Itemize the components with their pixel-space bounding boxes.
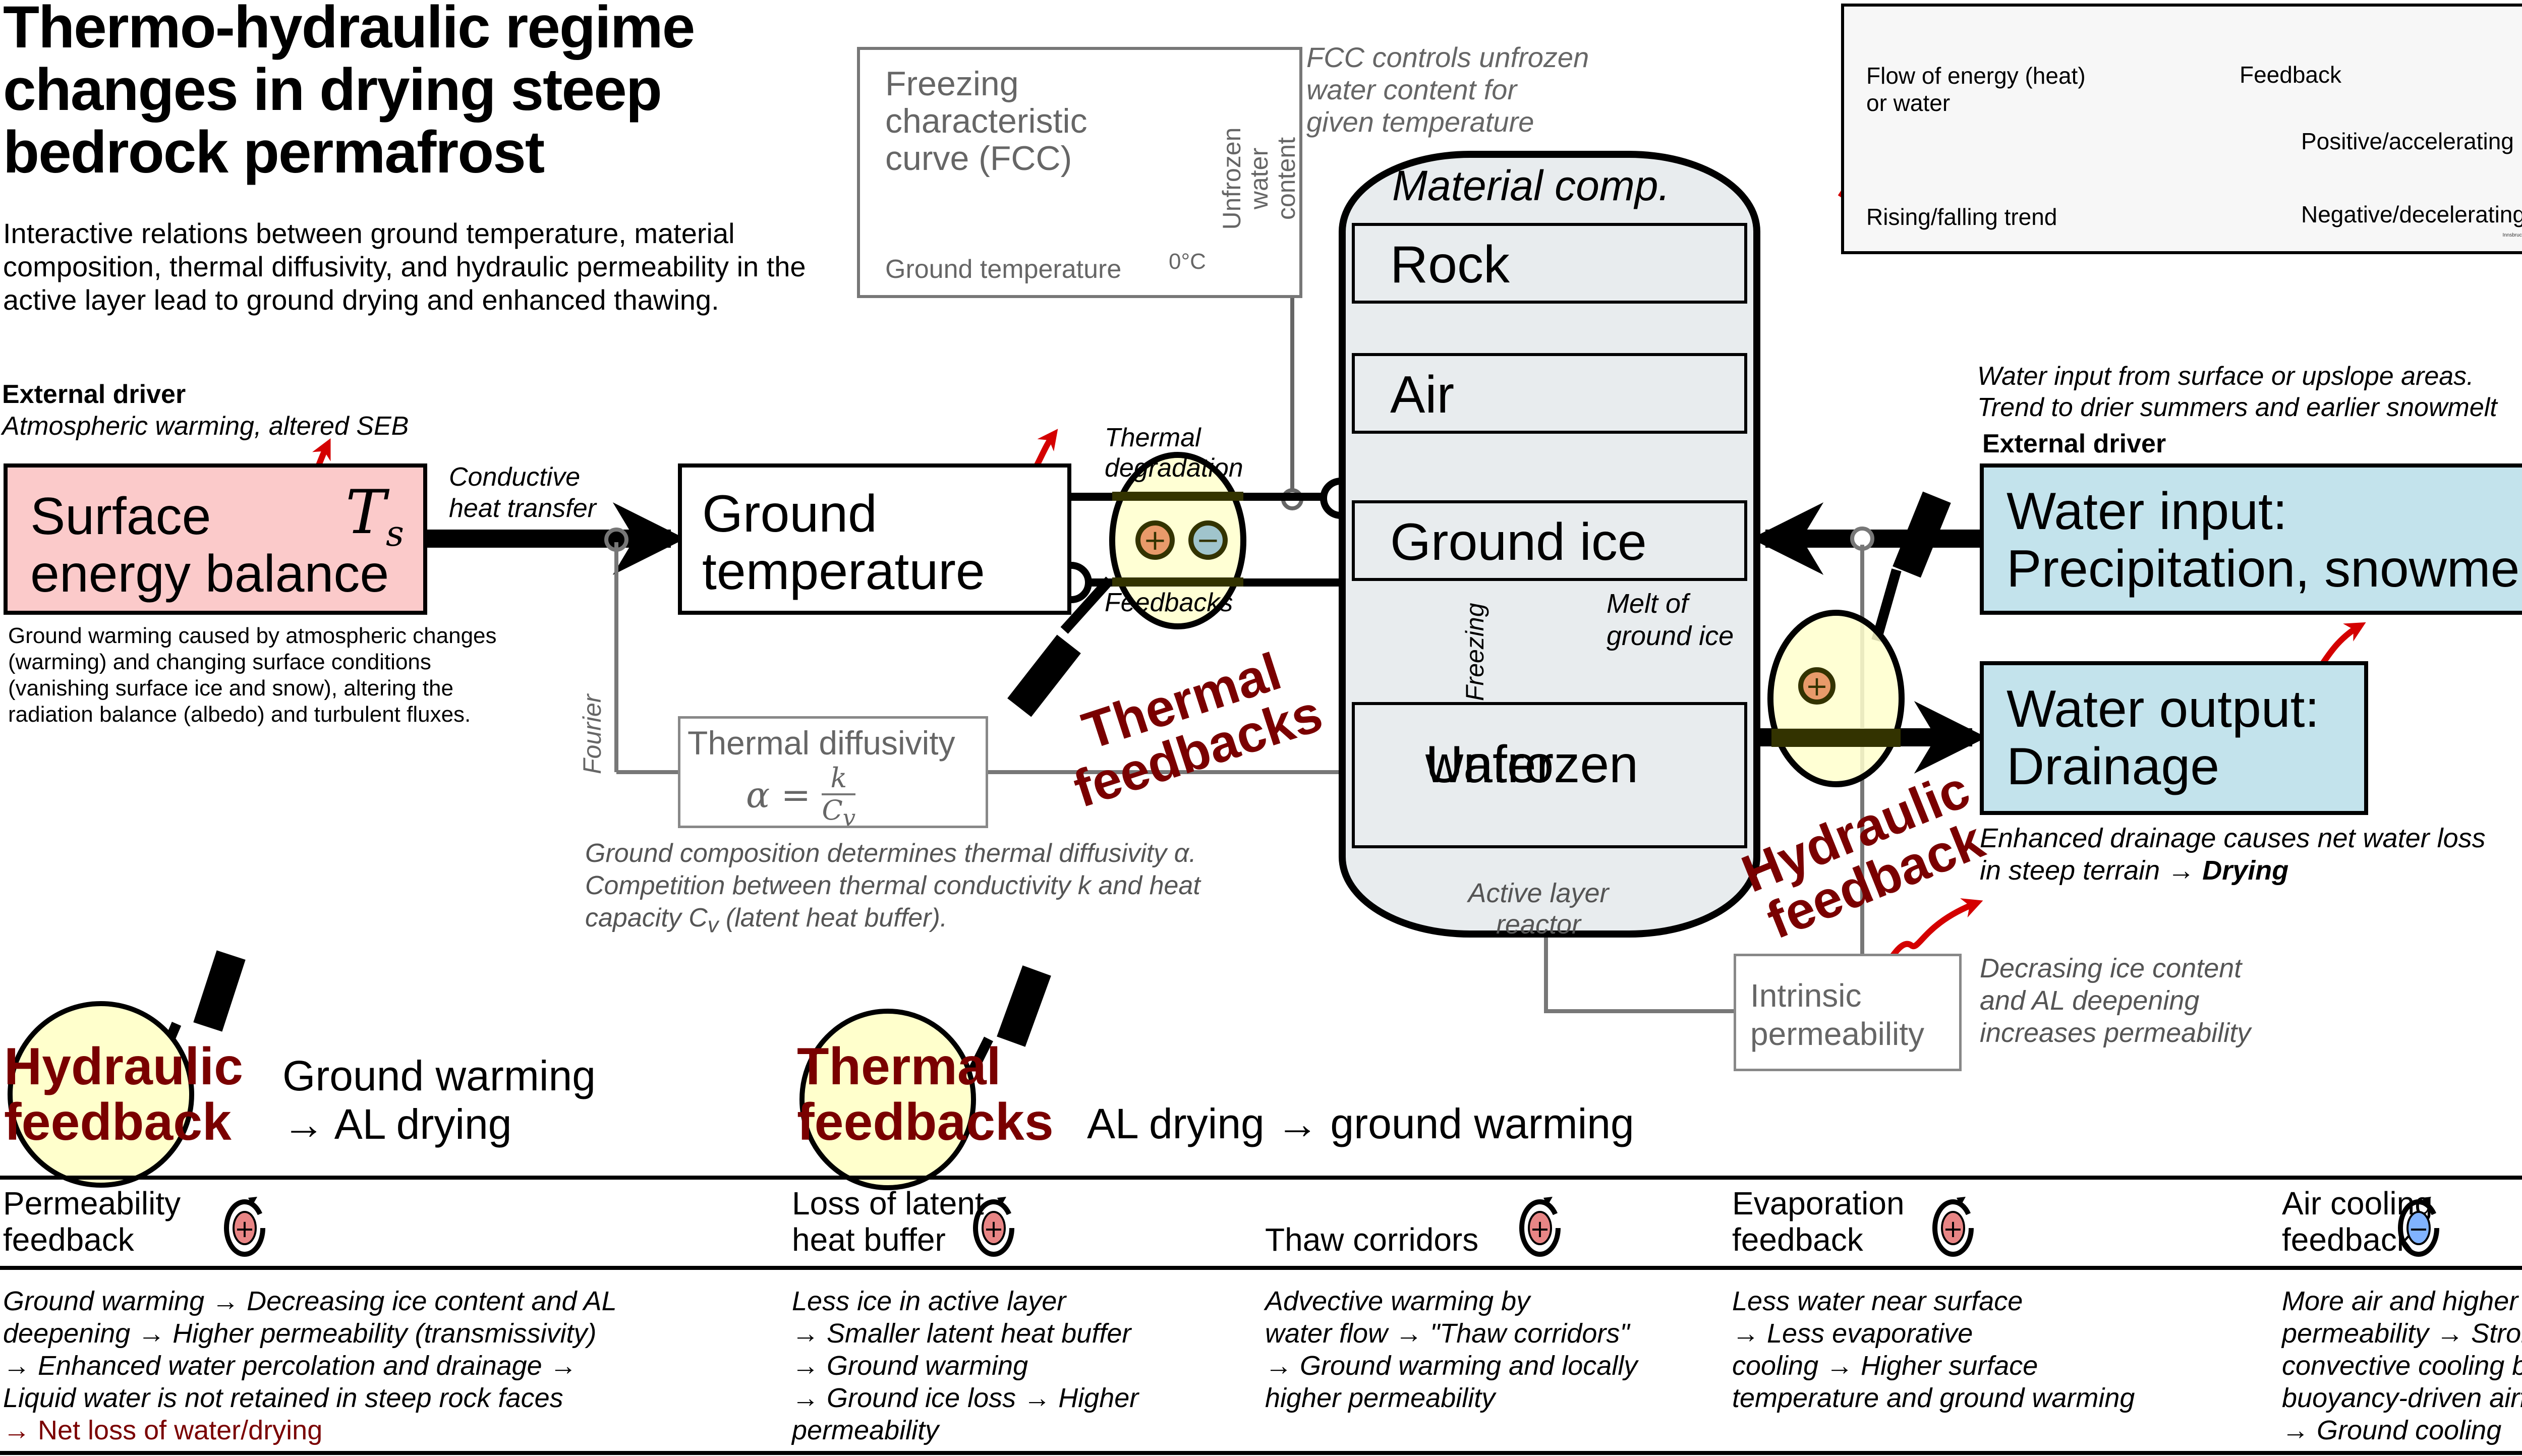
feedback-description: Ground warming → Decreasing ice content … xyxy=(3,1286,617,1445)
svg-text:+: + xyxy=(235,1215,255,1243)
feedback-description: Less water near surface→ Less evaporativ… xyxy=(1732,1286,2135,1413)
divider xyxy=(0,1266,2522,1270)
legend-flow-label: Flow of energy (heat)or water xyxy=(1866,63,2086,116)
title-line: Thermo-hydraulic regime xyxy=(3,0,695,61)
reactor-permeability-line xyxy=(1544,937,1734,1013)
freezing-label: Freezing xyxy=(1461,603,1489,701)
right-external-driver-heading: External driver xyxy=(1982,429,2166,458)
thermal-magnifier: + − xyxy=(1007,452,1246,717)
material-rock: Rock xyxy=(1352,223,1747,304)
conductive-feedback-node xyxy=(604,528,628,552)
divider xyxy=(0,1176,2522,1180)
legend-feedback-label: Feedback xyxy=(2240,62,2342,88)
water-output-box: Water output:Drainage xyxy=(1980,661,2368,815)
svg-text:+: + xyxy=(1143,524,1167,557)
bottom-thermal-magnifier xyxy=(799,965,1051,1190)
svg-text:−: − xyxy=(1196,524,1220,557)
bottom-thermal-text: AL drying → ground warming xyxy=(1087,1100,1634,1147)
seb-description: Ground warming caused by atmospheric cha… xyxy=(8,623,497,727)
negative-feedback-icon: − xyxy=(2398,1197,2439,1257)
left-external-driver-heading: External driver xyxy=(2,380,186,409)
fourier-label: Fourier xyxy=(578,694,606,774)
legend-positive-label: Positive/accelerating xyxy=(2301,128,2514,154)
left-external-driver-subheading: Atmospheric warming, altered SEB xyxy=(2,412,409,441)
positive-feedback-icon: + xyxy=(1932,1197,1974,1257)
fcc-x-label: Ground temperature xyxy=(885,255,1122,284)
hydraulic-magnifier: + xyxy=(1767,491,1951,787)
legend: Flow of energy (heat)or water Feedback R… xyxy=(1841,4,2522,254)
bottom-hydraulic-text: Ground warming→ AL drying xyxy=(282,1052,596,1148)
svg-text:+: + xyxy=(1530,1215,1550,1243)
thermal-diffusivity-title: Thermal diffusivity xyxy=(687,724,955,762)
positive-feedback-icon: + xyxy=(1519,1197,1561,1257)
water-output-label: Water output:Drainage xyxy=(2007,680,2320,796)
legend-trend-label: Rising/falling trend xyxy=(1866,204,2057,230)
subtitle: Interactive relations between ground tem… xyxy=(3,217,806,316)
title-line: changes in drying steep xyxy=(3,56,662,123)
legend-negative-label: Negative/decelerating xyxy=(2301,201,2522,227)
positive-feedback-icon: + xyxy=(973,1197,1014,1257)
water-input-box: Water input:Precipitation, snowmelt xyxy=(1980,463,2522,615)
material-ground-ice: Ground ice xyxy=(1352,500,1747,581)
svg-text:+: + xyxy=(984,1215,1004,1243)
divider xyxy=(0,1451,2522,1455)
title-line: bedrock permafrost xyxy=(3,119,545,186)
thermal-diffusivity-note: Ground composition determines thermal di… xyxy=(585,839,1200,938)
page-title: Thermo-hydraulic regime changes in dryin… xyxy=(3,0,695,186)
water-output-note: Enhanced drainage causes net water loss … xyxy=(1980,823,2486,886)
svg-text:+: + xyxy=(1805,670,1828,702)
water-input-label: Water input:Precipitation, snowmelt xyxy=(2007,482,2522,599)
water-input-note: Water input from surface or upslope area… xyxy=(1977,362,2497,422)
bottom-hydraulic-magnifier xyxy=(8,950,246,1188)
svg-text:+: + xyxy=(1943,1215,1963,1243)
feedback-name: Thaw corridors xyxy=(1265,1221,1479,1258)
positive-feedback-icon: + xyxy=(224,1197,265,1257)
legend-credit: Innsbruck, 24.4.2025, Dominik Amschwand. xyxy=(2502,232,2522,238)
feedback-conclusion: → Net loss of water/drying xyxy=(3,1415,323,1445)
surface-temperature-symbol: Ts xyxy=(346,478,404,554)
fcc-zero-label: 0°C xyxy=(1169,249,1206,274)
material-air: Air xyxy=(1352,353,1747,434)
feedback-description: Less ice in active layer→ Smaller latent… xyxy=(792,1286,1139,1445)
reactor-title: Material comp. xyxy=(1392,162,1670,209)
svg-text:−: − xyxy=(2409,1215,2429,1243)
feedbacks-label: Feedbacks xyxy=(1105,588,1233,617)
